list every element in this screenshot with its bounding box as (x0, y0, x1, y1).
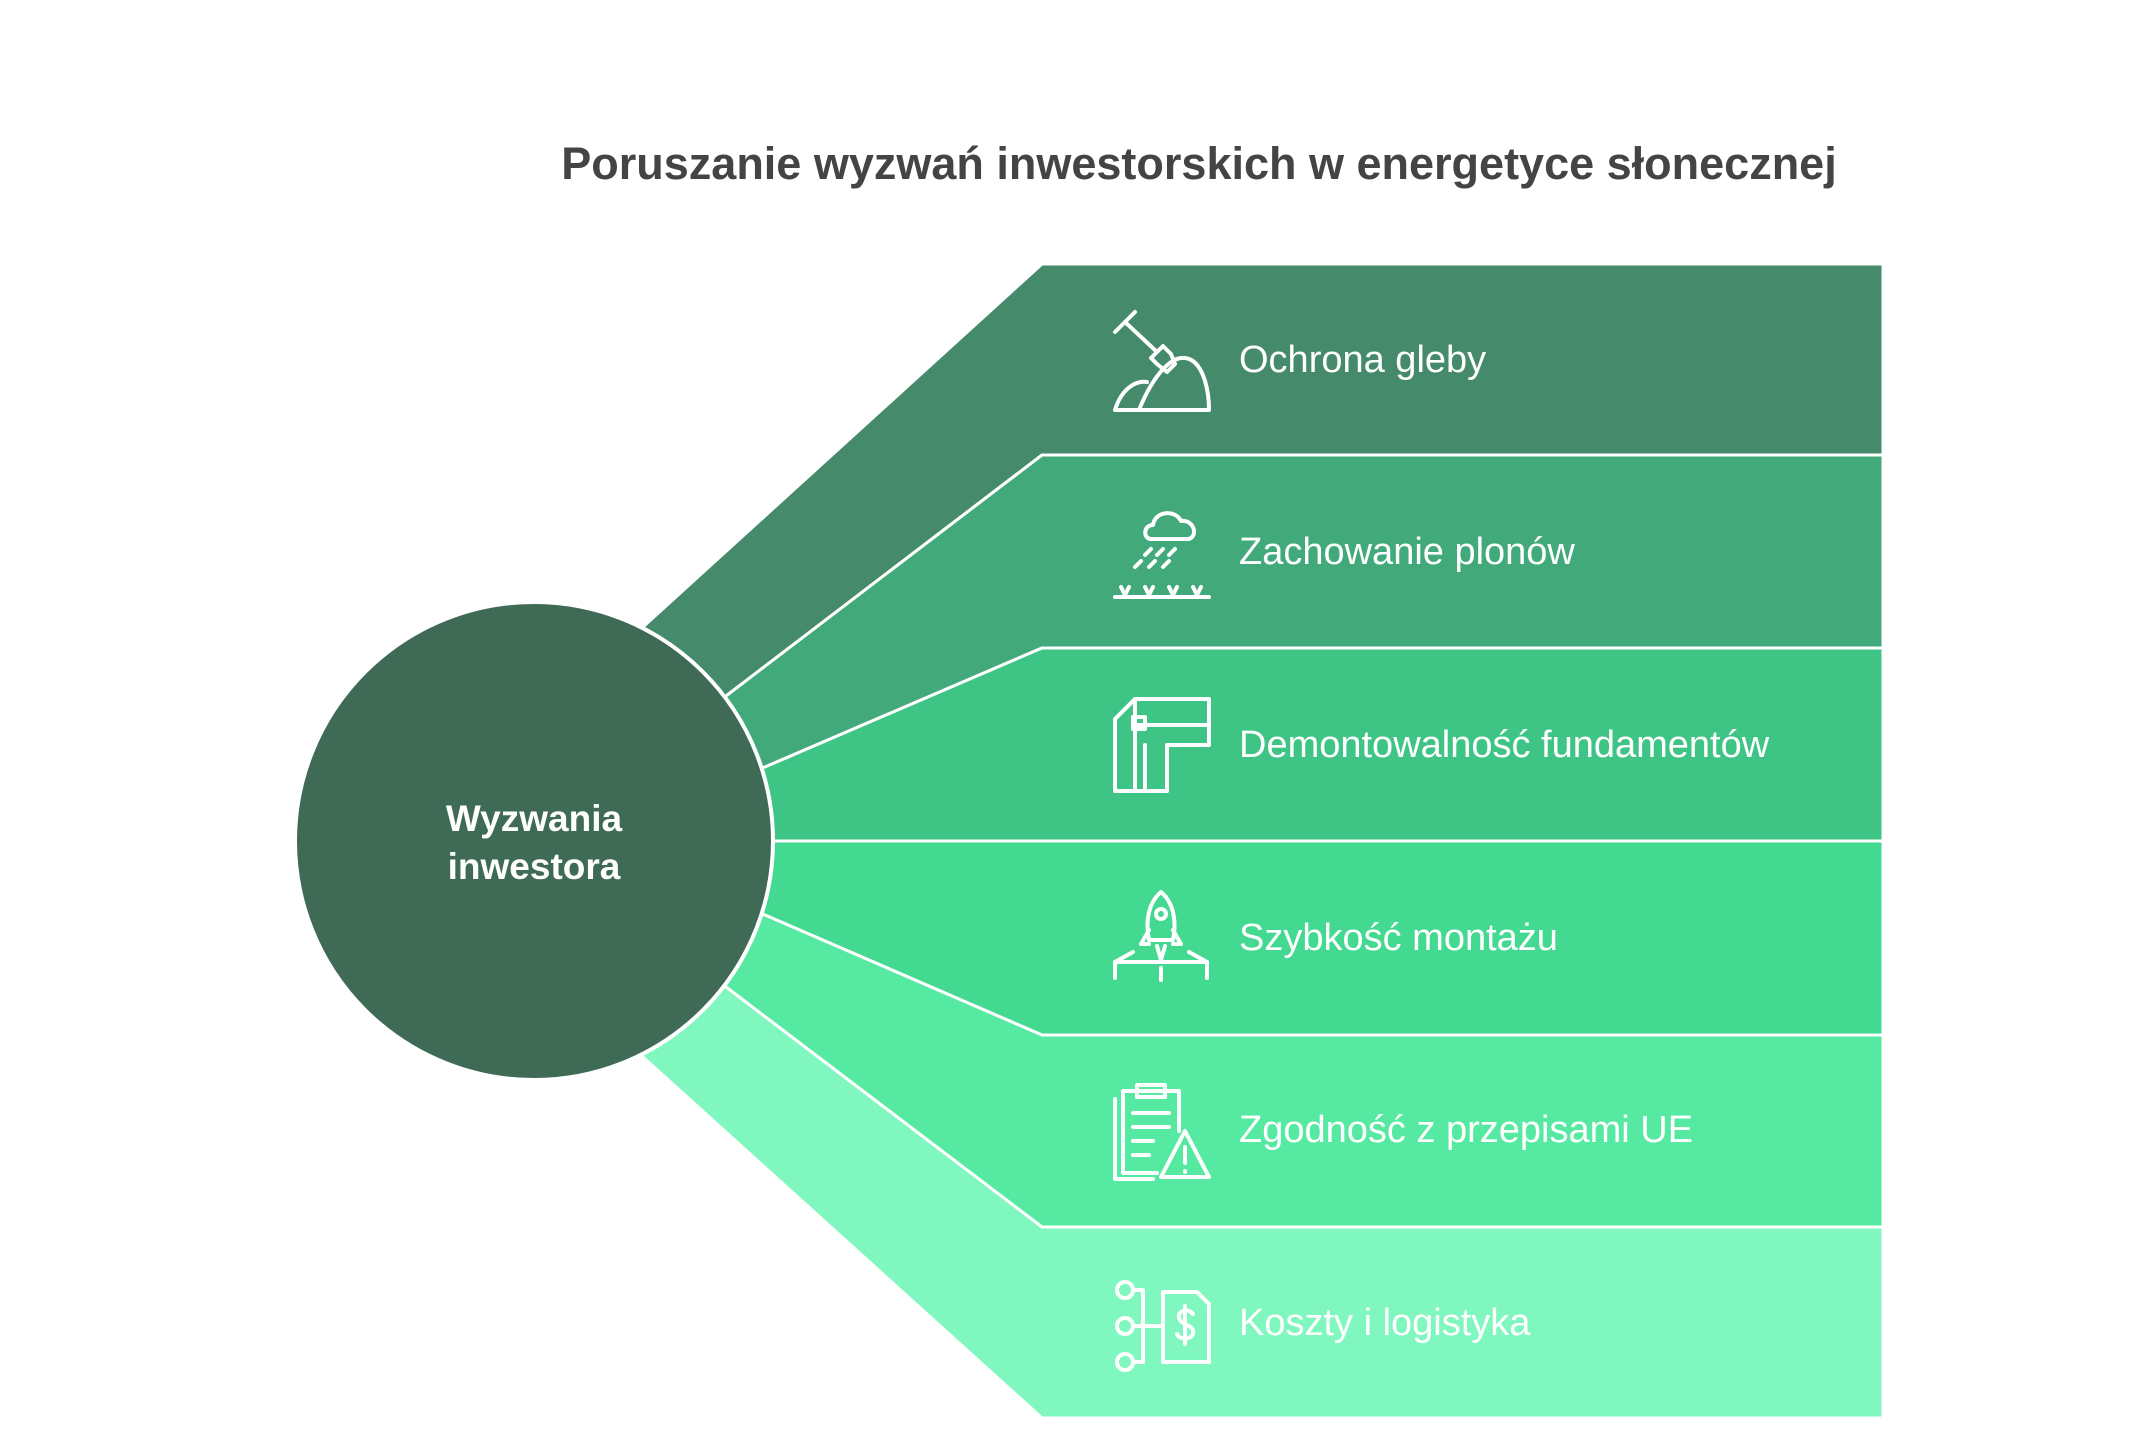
center-label-line2: inwestora (447, 846, 621, 887)
rain-crops-icon (1113, 511, 1211, 599)
band-6 (532, 839, 1885, 1420)
item-label-costs: Koszty i logistyka (1239, 1302, 1531, 1344)
item-label-eu: Zgodność z przepisami UE (1239, 1109, 1694, 1151)
diagram-title: Poruszanie wyzwań inwestorskich w energe… (561, 138, 1837, 189)
center-label: Wyzwania inwestora (384, 795, 684, 891)
cost-flow-icon (1115, 1280, 1211, 1372)
center-label-line1: Wyzwania (445, 798, 623, 839)
item-label-speed: Szybkość montażu (1239, 917, 1558, 959)
shovel-soil-icon (1113, 310, 1211, 412)
foundation-icon (1113, 697, 1211, 793)
item-label-foundations: Demontowalność fundamentów (1239, 724, 1770, 766)
clipboard-warning-icon (1113, 1083, 1211, 1181)
item-label-soil: Ochrona gleby (1239, 339, 1487, 381)
center-circle (293, 600, 775, 1082)
rocket-icon (1113, 890, 1209, 982)
item-label-crops: Zachowanie plonów (1239, 531, 1575, 573)
